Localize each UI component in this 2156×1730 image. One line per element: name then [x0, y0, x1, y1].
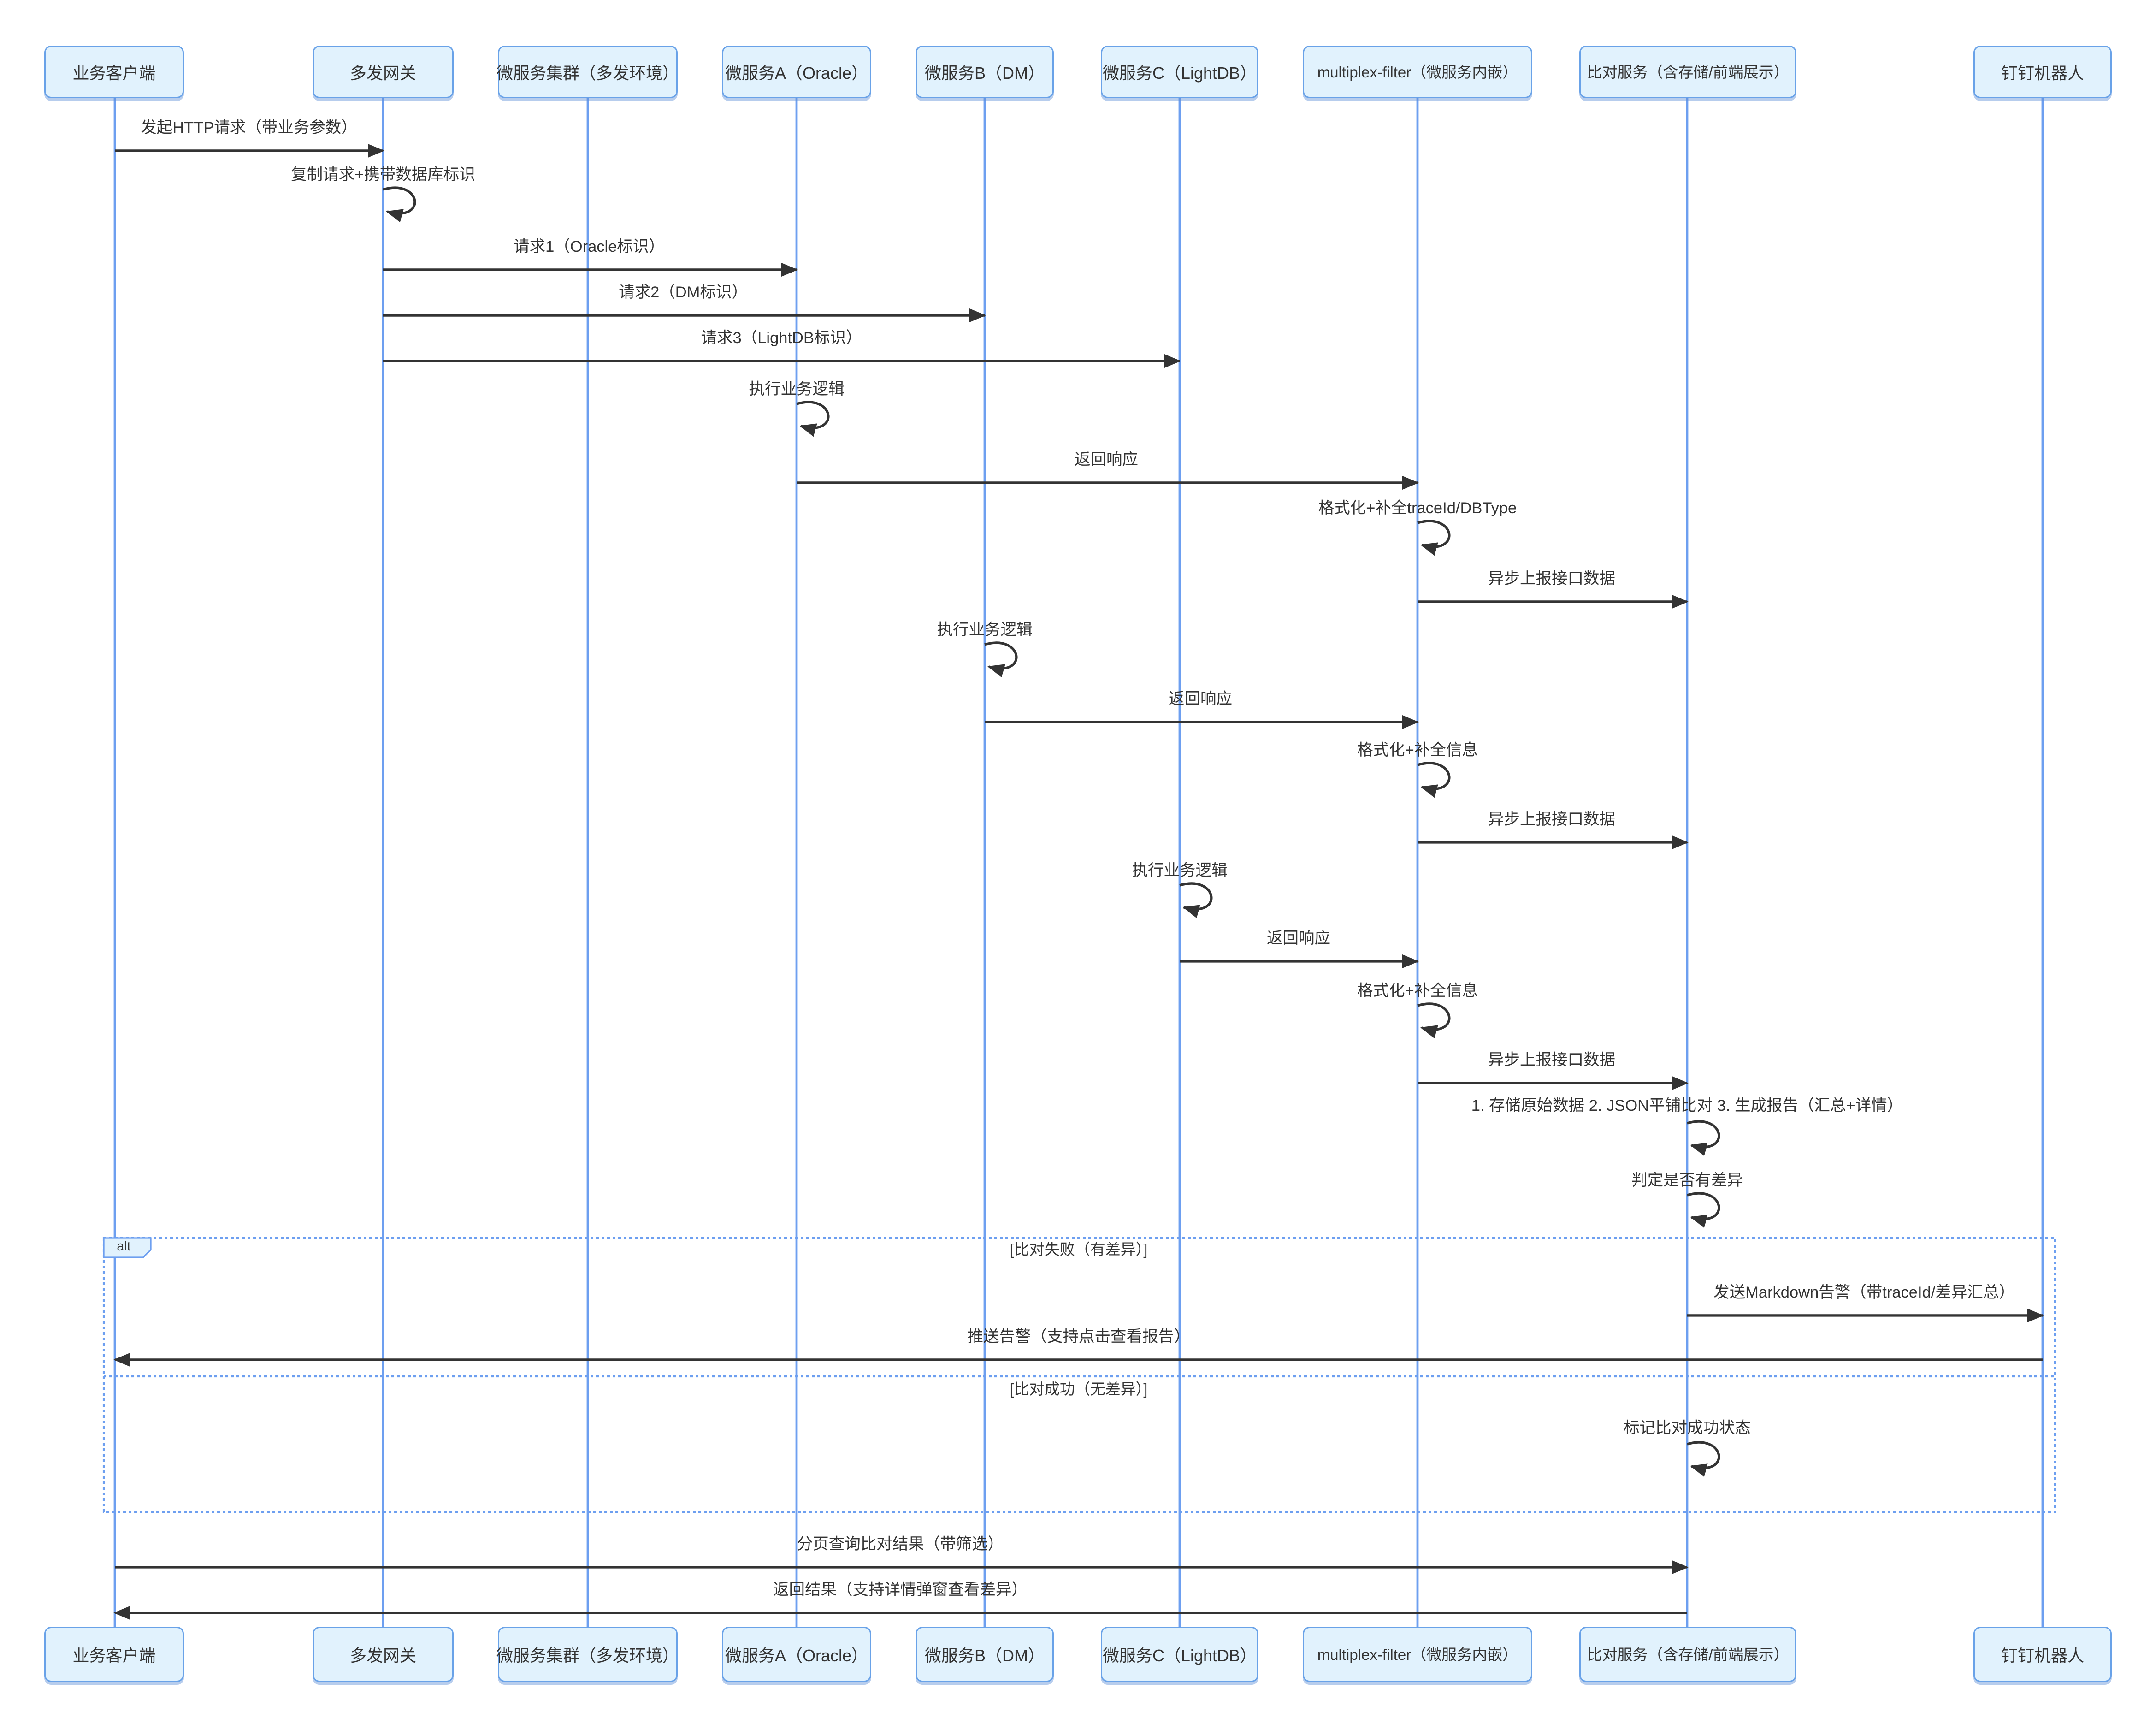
self-loop-format-3 [1417, 1002, 1451, 1039]
actor-service-c-top: 微服务C（LightDB） [1101, 46, 1258, 98]
message-label-14: 执行业务逻辑 [1132, 863, 1228, 880]
message-label-11: 返回响应 [1169, 692, 1232, 708]
self-loop-exec-b [984, 641, 1018, 678]
actor-service-b-bottom: 微服务B（DM） [916, 1627, 1054, 1682]
actor-compare-bottom: 比对服务（含存储/前端展示） [1579, 1627, 1796, 1682]
alt-condition-fail: [比对失败（有差异）] [1010, 1242, 1148, 1259]
actor-dingtalk-bottom: 钉钉机器人 [1973, 1627, 2112, 1682]
message-label-15: 返回响应 [1267, 931, 1330, 948]
message-label-18: 1. 存储原始数据 2. JSON平铺比对 3. 生成报告（汇总+详情） [1471, 1098, 1903, 1115]
message-label-23: 分页查询比对结果（带筛选） [797, 1537, 1004, 1553]
actor-compare-top: 比对服务（含存储/前端展示） [1579, 46, 1796, 98]
message-label-02: 复制请求+携带数据库标识 [291, 167, 475, 184]
message-label-24: 返回结果（支持详情弹窗查看差异） [773, 1582, 1028, 1599]
actor-service-c-bottom: 微服务C（LightDB） [1101, 1627, 1258, 1682]
actor-filter-bottom: multiplex-filter（微服务内嵌） [1303, 1627, 1532, 1682]
alt-condition-success: [比对成功（无差异）] [1010, 1382, 1148, 1398]
alt-frame-tag [103, 1237, 152, 1258]
message-label-19: 判定是否有差异 [1631, 1173, 1743, 1190]
actor-gateway-bottom: 多发网关 [313, 1627, 454, 1682]
actor-service-b-top: 微服务B（DM） [916, 46, 1054, 98]
alt-frame [102, 1237, 2056, 1513]
message-label-21: 推送告警（支持点击查看报告） [967, 1329, 1190, 1346]
message-label-04: 请求2（DM标识） [619, 285, 748, 302]
message-arrows [113, 143, 2044, 1620]
actor-client-bottom: 业务客户端 [44, 1627, 184, 1682]
message-label-07: 返回响应 [1075, 452, 1138, 469]
actor-cluster-top: 微服务集群（多发环境） [496, 46, 679, 98]
actor-service-a-top: 微服务A（Oracle） [722, 46, 871, 98]
self-loop-format-1 [1417, 520, 1451, 556]
self-loop-copy-request [383, 186, 416, 223]
self-loop-exec-c [1179, 882, 1213, 918]
self-loop-judge-diff [1687, 1192, 1720, 1228]
message-label-06: 执行业务逻辑 [749, 382, 845, 398]
self-loop-exec-a [796, 401, 830, 437]
message-label-01: 发起HTTP请求（带业务参数） [141, 120, 357, 137]
message-label-20: 发送Markdown告警（带traceId/差异汇总） [1713, 1285, 2015, 1302]
message-label-09: 异步上报接口数据 [1488, 571, 1615, 588]
actor-service-a-bottom: 微服务A（Oracle） [722, 1627, 871, 1682]
message-label-05: 请求3（LightDB标识） [701, 331, 862, 347]
self-loop-mark-success [1687, 1441, 1720, 1477]
actor-dingtalk-top: 钉钉机器人 [1973, 46, 2112, 98]
message-label-17: 异步上报接口数据 [1488, 1053, 1615, 1069]
message-label-08: 格式化+补全traceId/DBType [1318, 501, 1517, 517]
alt-frame-label: alt [117, 1239, 131, 1255]
self-loop-store-compare [1687, 1120, 1720, 1156]
message-label-13: 异步上报接口数据 [1488, 812, 1615, 829]
actor-gateway-top: 多发网关 [313, 46, 454, 98]
message-label-10: 执行业务逻辑 [937, 622, 1033, 639]
message-label-22: 标记比对成功状态 [1624, 1421, 1751, 1437]
message-label-03: 请求1（Oracle标识） [514, 239, 665, 256]
lifelines [113, 98, 2044, 1627]
actor-client-top: 业务客户端 [44, 46, 184, 98]
actor-cluster-bottom: 微服务集群（多发环境） [496, 1627, 679, 1682]
self-loop-format-2 [1417, 762, 1451, 798]
message-label-16: 格式化+补全信息 [1357, 983, 1478, 1000]
message-label-12: 格式化+补全信息 [1357, 743, 1478, 759]
actor-filter-top: multiplex-filter（微服务内嵌） [1303, 46, 1532, 98]
